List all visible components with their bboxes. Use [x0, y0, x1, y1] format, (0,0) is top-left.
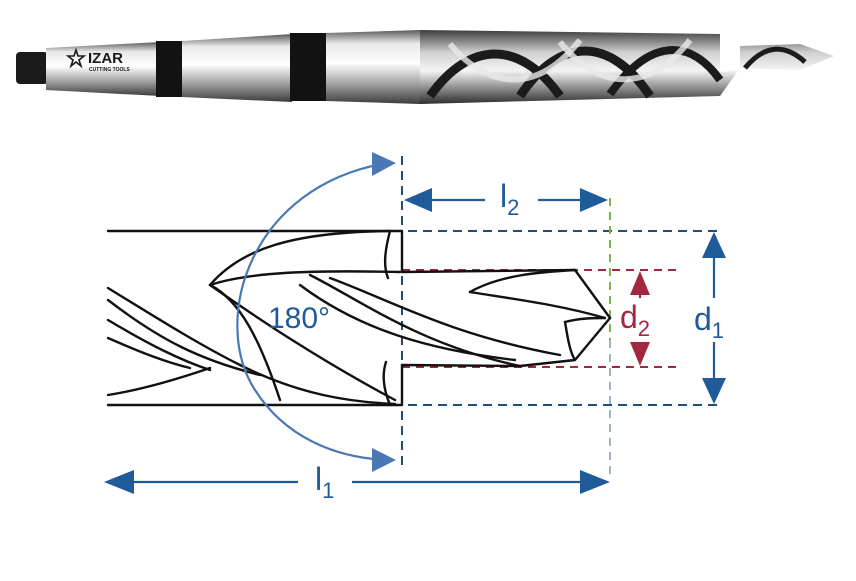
- angle-arc: [236, 161, 389, 462]
- star-logo-icon: [65, 47, 87, 69]
- angle-arrow-top: [372, 152, 396, 176]
- d2-arrow-top: [630, 271, 650, 295]
- drill-photo: IZAR CUTTING TOOLS: [16, 30, 834, 104]
- l1-arrow-left: [104, 470, 134, 494]
- d1-arrow-top: [702, 232, 726, 258]
- l1-arrow-right: [580, 470, 610, 494]
- l2-label: l2: [500, 178, 519, 220]
- angle-arrow-bottom: [372, 448, 396, 472]
- l2-arrow-right: [580, 188, 608, 212]
- d1-arrow-bottom: [702, 378, 726, 404]
- drill-outline: [106, 229, 612, 407]
- drill-tang: [16, 52, 48, 84]
- l2-arrow-left: [404, 188, 432, 212]
- brand-name: IZAR: [88, 50, 123, 67]
- brand-logo: IZAR CUTTING TOOLS: [65, 47, 130, 73]
- brand-tagline: CUTTING TOOLS: [89, 67, 130, 73]
- d1-label: d1: [694, 301, 724, 343]
- drill-band-1: [156, 41, 182, 97]
- technical-drawing: 180° l2 l1 d1 d2: [104, 152, 738, 503]
- d2-label: d2: [620, 299, 650, 341]
- drill-band-2: [290, 33, 326, 101]
- d2-arrow-bottom: [630, 342, 650, 366]
- angle-label: 180°: [268, 302, 330, 335]
- l1-label: l1: [315, 461, 334, 503]
